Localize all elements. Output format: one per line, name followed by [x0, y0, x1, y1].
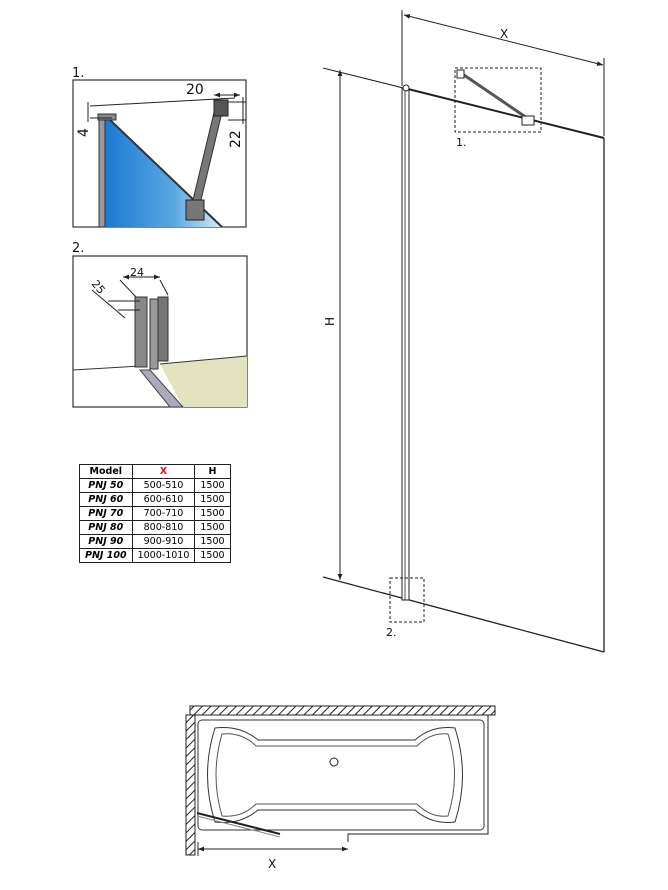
callout-1: 1.	[456, 136, 467, 149]
cell-x: 800-810	[131, 520, 196, 535]
cell-h: 1500	[194, 534, 231, 549]
header-h: H	[194, 464, 231, 479]
detail-1-label: 1.	[72, 66, 84, 81]
cell-model: PNJ 80	[79, 520, 133, 535]
cell-x: 600-610	[131, 492, 196, 507]
cell-x: 700-710	[131, 506, 196, 521]
width-x-label: X	[500, 27, 508, 41]
cell-model: PNJ 100	[79, 548, 133, 563]
header-model: Model	[79, 464, 133, 479]
cell-h: 1500	[194, 506, 231, 521]
cell-model: PNJ 70	[79, 506, 133, 521]
detail-1-bracket: 1. 20 4 22	[72, 66, 247, 228]
dim-24: 24	[130, 266, 144, 279]
cell-model: PNJ 60	[79, 492, 133, 507]
cell-x: 500-510	[131, 478, 196, 493]
header-x: X	[131, 464, 196, 479]
height-h-label: H	[323, 317, 337, 326]
cell-h: 1500	[194, 548, 231, 563]
cell-model: PNJ 90	[79, 534, 133, 549]
dim-20: 20	[186, 82, 204, 98]
detail-2-profile: 2. 24 25	[72, 241, 248, 408]
cell-model: PNJ 50	[79, 478, 133, 493]
detail-2-label: 2.	[72, 241, 84, 256]
callout-2: 2.	[386, 626, 397, 639]
table-header-row: Model X H	[79, 464, 231, 479]
cell-x: 900-910	[131, 534, 196, 549]
dim-4: 4	[76, 128, 92, 137]
elevation-view: X H 1. 2.	[322, 10, 605, 653]
plan-view: X	[185, 705, 496, 871]
dim-22: 22	[228, 130, 244, 148]
cell-h: 1500	[194, 520, 231, 535]
cell-h: 1500	[194, 492, 231, 507]
cell-h: 1500	[194, 478, 231, 493]
plan-width-x-label: X	[268, 857, 276, 871]
cell-x: 1000-1010	[131, 548, 196, 563]
